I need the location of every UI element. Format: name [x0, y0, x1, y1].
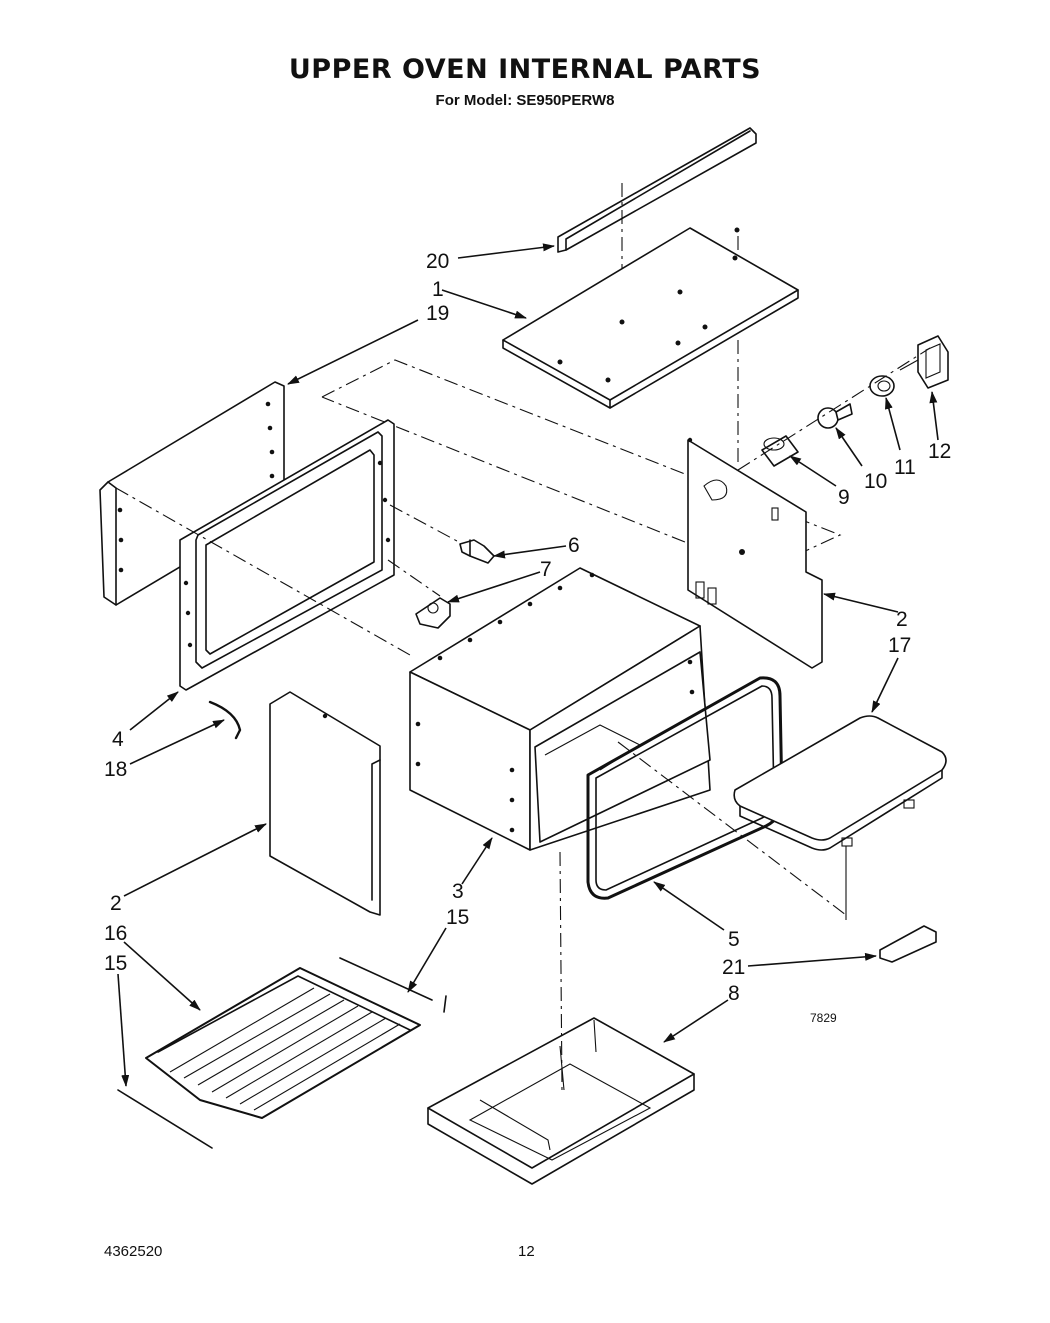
- leader-lines: [117, 243, 939, 1087]
- diagram-code: 7829: [810, 1011, 837, 1025]
- callout-3: 3: [452, 880, 464, 903]
- callout-5: 5: [728, 928, 740, 951]
- part-18-clip: [208, 700, 242, 740]
- callout-12: 12: [928, 440, 951, 463]
- callout-4: 4: [112, 728, 124, 751]
- callout-15-left: 15: [104, 952, 127, 975]
- callout-2-right: 2: [896, 608, 908, 631]
- part-16-rack: [145, 967, 421, 1119]
- callout-10: 10: [864, 470, 887, 493]
- part-12-housing: [899, 335, 949, 389]
- part-17-pan: [733, 715, 947, 851]
- model-subtitle: For Model: SE950PERW8: [435, 92, 615, 109]
- callout-19: 19: [426, 302, 449, 325]
- part-10-bulb: [817, 403, 853, 429]
- callout-6: 6: [568, 534, 580, 557]
- callout-1: 1: [432, 278, 444, 301]
- part-6-bolt: [459, 539, 495, 564]
- part-4-front-frame: [179, 419, 395, 691]
- callout-17: 17: [888, 634, 911, 657]
- part-7-bracket: [415, 597, 451, 629]
- part-15-pin-lower: [117, 1089, 213, 1149]
- part-1-top-panel: [502, 227, 799, 462]
- callout-7: 7: [540, 558, 552, 581]
- callout-labels: 20 1 19 12 11 10 9 6 7 2 17 4 18 2 3 16 …: [104, 250, 951, 1025]
- callout-11: 11: [894, 456, 916, 479]
- callout-2-left: 2: [110, 892, 122, 915]
- part-2-liner-panel: [269, 691, 381, 916]
- part-3-oven-cavity: [409, 567, 711, 851]
- callout-15-mid: 15: [446, 906, 469, 929]
- document-number: 4362520: [104, 1243, 163, 1260]
- part-2-rear-panel: [687, 437, 823, 669]
- part-9-socket: [761, 435, 799, 467]
- callout-20: 20: [426, 250, 449, 273]
- page-number: 12: [518, 1243, 535, 1260]
- callout-21: 21: [722, 956, 745, 979]
- part-8-bottom-drawer: [427, 1017, 695, 1185]
- part-15-pin-upper: [339, 957, 433, 1001]
- callout-9: 9: [838, 486, 850, 509]
- callout-8: 8: [728, 982, 740, 1005]
- part-21-clip: [879, 925, 937, 963]
- callout-16: 16: [104, 922, 127, 945]
- callout-18: 18: [104, 758, 127, 781]
- part-20-trim-rail: [557, 127, 757, 330]
- page-title: UPPER OVEN INTERNAL PARTS: [288, 54, 762, 85]
